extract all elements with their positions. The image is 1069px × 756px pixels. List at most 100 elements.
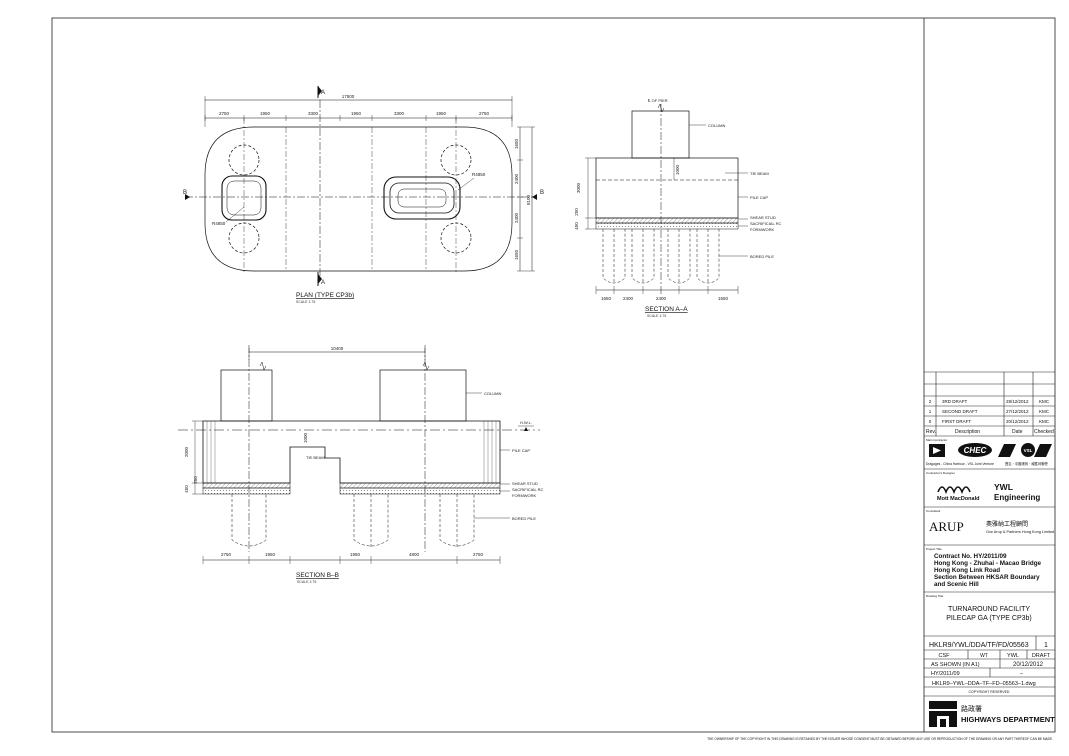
- svg-text:1950: 1950: [260, 111, 271, 116]
- section-aa-pier-label: ℄ OF PIER: [647, 98, 668, 103]
- svg-text:3300: 3300: [308, 111, 319, 116]
- section-aa-tie-beam-label: TIE BEAM: [750, 171, 769, 176]
- file-name: HKLR9–YWL–DDA–TF–FD–05563–1.dwg: [932, 681, 1036, 687]
- svg-text:Date: Date: [1012, 429, 1023, 435]
- svg-text:FIRST DRAFT: FIRST DRAFT: [942, 419, 971, 424]
- mott-macdonald-logo: [937, 486, 971, 495]
- project-title: Contract No. HY/2011/09 Hong Kong - Zhuh…: [934, 553, 1042, 588]
- section-aa-pilecap: [595, 157, 739, 219]
- section-aa-column: [631, 110, 690, 159]
- consultant-caption: Consultant: [926, 509, 941, 513]
- section-bb-bored-pile-label: BORED PILE: [512, 516, 536, 521]
- approved-by: YWL: [1007, 653, 1019, 659]
- svg-text:1950: 1950: [351, 111, 362, 116]
- section-aa-column-label: COLUMN: [708, 123, 725, 128]
- section-bb-column-right: [379, 369, 467, 422]
- checked-by: WT: [980, 653, 988, 659]
- svg-text:KMC: KMC: [1039, 399, 1050, 404]
- svg-text:CHEC: CHEC: [964, 446, 987, 455]
- plan-section-mark-a-bottom: A: [321, 280, 325, 286]
- section-bb-sacrificial-label-1: SACRIFICIAL RC: [512, 487, 544, 492]
- svg-text:2400: 2400: [514, 173, 519, 184]
- svg-text:1000: 1000: [675, 164, 680, 175]
- svg-text:3000: 3000: [576, 182, 581, 193]
- svg-text:Hong Kong - Zhuhai - Macao Bri: Hong Kong - Zhuhai - Macao Bridge: [934, 560, 1042, 567]
- section-aa-bottom-dims: 1650 2400 2400 1650: [601, 296, 729, 301]
- chec-logo: CHEC: [958, 443, 992, 457]
- contract-number: HY/2011/09: [931, 671, 960, 677]
- drawing-title-line-2: PILECAP GA (TYPE CP3b): [946, 615, 1031, 622]
- svg-text:250: 250: [574, 208, 579, 216]
- svg-text:1650: 1650: [514, 138, 519, 149]
- svg-text:3RD DRAFT: 3RD DRAFT: [942, 399, 968, 404]
- section-bb-shear-stud-right: [339, 482, 501, 489]
- section-bb-tie-beam-label: TIE BEAM: [306, 455, 325, 460]
- svg-text:0: 0: [929, 419, 932, 424]
- contractor-caption: Main Contractor: [926, 438, 947, 442]
- highways-department-name: HIGHWAYS DEPARTMENT: [961, 715, 1055, 724]
- jv-chinese: 寶嘉‧中國港灣‧威胜利聯營: [1005, 461, 1049, 466]
- svg-text:1650: 1650: [718, 296, 729, 301]
- drawing-scale: AS SHOWN (IN A1): [931, 662, 980, 668]
- drawn-by: CSF: [939, 653, 951, 659]
- svg-text:2000: 2000: [184, 446, 189, 457]
- drawing-title-line-1: TURNAROUND FACILITY: [948, 606, 1030, 613]
- svg-text:2750: 2750: [219, 111, 230, 116]
- dragages-logo: [929, 444, 945, 457]
- arup-logo: ARUP: [929, 519, 964, 534]
- section-aa-view: [585, 103, 748, 296]
- plan-section-mark-b-left: B: [183, 190, 187, 196]
- plan-pile: [228, 144, 260, 176]
- svg-text:1650: 1650: [601, 296, 612, 301]
- copyright-footer-note: THE OWNERSHIP OF THE COPYRIGHT IN THIS D…: [707, 737, 1053, 741]
- revision-table: 2 3RD DRAFT 28/12/2012 KMC 1 SECOND DRAF…: [926, 399, 1054, 435]
- highways-chinese: 路政署: [961, 704, 982, 713]
- sheet-border: [51, 17, 1056, 733]
- section-bb-bottom-dims: 2750 1950 1950 4800 2750: [221, 552, 484, 557]
- svg-text:2750: 2750: [473, 552, 484, 557]
- svg-text:Hong Kong Link Road: Hong Kong Link Road: [934, 567, 1000, 574]
- svg-text:1950: 1950: [265, 552, 276, 557]
- plan-pile: [440, 144, 472, 176]
- svg-text:Checked: Checked: [1034, 429, 1054, 435]
- section-bb-scale: SCALE 1:75: [297, 580, 316, 584]
- plan-radius-right: R4850: [472, 172, 486, 177]
- section-aa-bored-pile-label: BORED PILE: [750, 254, 774, 259]
- svg-text:28/12/2012: 28/12/2012: [1006, 399, 1029, 404]
- svg-text:1: 1: [929, 409, 932, 414]
- ywl-engineering: Engineering: [994, 493, 1040, 502]
- plan-view: [185, 86, 537, 286]
- svg-text:Rev.: Rev.: [926, 429, 936, 435]
- section-bb-view: [178, 345, 540, 564]
- drawing-number: HKLR9/YWL/DDA/TF/FD/05563: [929, 642, 1029, 649]
- svg-text:1000: 1000: [303, 432, 308, 443]
- plan-section-mark-b-right: B: [540, 190, 544, 196]
- section-bb-column-label: COLUMN: [484, 391, 501, 396]
- ywl-name: YWL: [994, 482, 1013, 492]
- section-bb-pilecap: [202, 420, 501, 484]
- svg-text:SECOND DRAFT: SECOND DRAFT: [942, 409, 978, 414]
- vsl-logo: VSL: [998, 443, 1052, 457]
- section-aa-shear-stud: [595, 217, 739, 224]
- svg-text:1950: 1950: [350, 552, 361, 557]
- plan-height-dim: 8100: [526, 194, 531, 205]
- svg-text:2: 2: [929, 399, 932, 404]
- section-bb-title: SECTION B–B: [296, 572, 339, 579]
- svg-text:and Scenic Hill: and Scenic Hill: [934, 581, 979, 588]
- svg-text:27/12/2012: 27/12/2012: [1006, 409, 1029, 414]
- section-bb-sacrificial-label-2: FORMWORK: [512, 493, 537, 498]
- section-bb-top-dim: 10400: [331, 346, 344, 351]
- plan-segment-dims: 2750 1950 3300 1950 3300 1950 2750: [219, 111, 490, 116]
- designer-caption: Contractor's Designer: [926, 471, 955, 475]
- plan-pile: [228, 222, 260, 254]
- plan-title: PLAN (TYPE CP3b): [296, 292, 354, 299]
- section-aa-pile-cap-label: PILE CAP: [750, 195, 768, 200]
- section-aa-scale: SCALE 1:75: [647, 314, 666, 318]
- svg-text:2400: 2400: [514, 212, 519, 223]
- plan-pilecap-outline: [204, 126, 513, 272]
- svg-text:1950: 1950: [436, 111, 447, 116]
- section-aa-sacrificial-label-2: FORMWORK: [750, 227, 775, 232]
- revision-number: 1: [1044, 642, 1048, 649]
- section-aa-shear-stud-label: SHEAR STUD: [750, 215, 776, 220]
